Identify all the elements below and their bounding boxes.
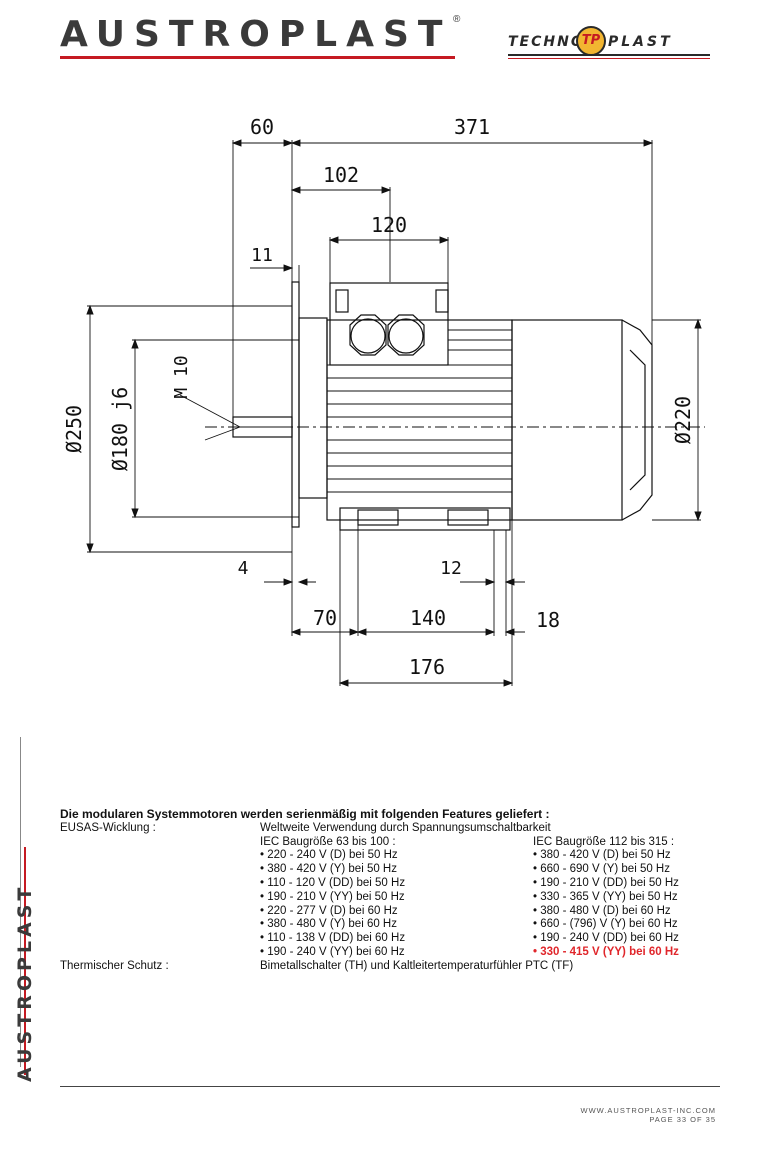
dim-m10: M 10 (171, 355, 192, 398)
side-brand-text: AUSTROPLAST (14, 883, 36, 1082)
dim-140: 140 (410, 606, 446, 630)
voltage-item: • 190 - 210 V (DD) bei 50 Hz (533, 876, 679, 889)
thermal-desc: Bimetallschalter (TH) und Kaltleitertemp… (260, 959, 574, 972)
partner-underline-red (508, 58, 710, 59)
voltage-item-highlight: • 330 - 415 V (YY) bei 60 Hz (533, 945, 679, 958)
dim-176: 176 (409, 655, 445, 679)
brand-underline (60, 56, 455, 59)
dim-180: Ø180 j6 (108, 387, 132, 471)
voltage-item: • 380 - 420 V (Y) bei 50 Hz (260, 863, 397, 876)
voltage-item: • 330 - 365 V (YY) bei 50 Hz (533, 890, 678, 903)
voltage-item: • 220 - 277 V (D) bei 60 Hz (260, 904, 398, 917)
thermal-label: Thermischer Schutz : (60, 959, 169, 972)
voltage-item: • 110 - 138 V (DD) bei 60 Hz (260, 932, 406, 945)
side-red-rule (24, 847, 26, 1075)
dim-12: 12 (440, 558, 462, 579)
dim-120: 120 (371, 213, 407, 237)
col-a-heading: IEC Baugröße 63 bis 100 : (260, 835, 396, 848)
winding-label: EUSAS-Wicklung : (60, 821, 156, 834)
voltage-item: • 380 - 420 V (D) bei 50 Hz (533, 849, 671, 862)
voltage-item: • 220 - 240 V (D) bei 50 Hz (260, 849, 398, 862)
dim-60: 60 (250, 115, 274, 139)
dim-4: 4 (238, 558, 249, 579)
voltage-item: • 380 - 480 V (Y) bei 60 Hz (260, 918, 397, 931)
features-block: Die modularen Systemmotoren werden serie… (60, 807, 720, 974)
features-title: Die modularen Systemmotoren werden serie… (60, 807, 550, 821)
dim-250: Ø250 (62, 405, 86, 453)
dim-371: 371 (454, 115, 490, 139)
partner-logo-left: TECHNO (508, 34, 585, 50)
footer-rule (60, 1086, 720, 1087)
winding-desc: Weltweite Verwendung durch Spannungsumsc… (260, 821, 551, 834)
side-rule (20, 737, 21, 1067)
partner-logo-right: PLAST (608, 34, 673, 50)
dim-220: Ø220 (671, 396, 695, 444)
voltage-item: • 380 - 480 V (D) bei 60 Hz (533, 904, 671, 917)
voltage-item: • 660 - 690 V (Y) bei 50 Hz (533, 863, 670, 876)
col-b-heading: IEC Baugröße 112 bis 315 : (533, 835, 675, 848)
page-number: PAGE 33 OF 35 (649, 1115, 716, 1124)
voltage-item: • 110 - 120 V (DD) bei 50 Hz (260, 876, 406, 889)
brand-logo-text: AUSTROPLAST (60, 14, 452, 55)
dim-70: 70 (313, 606, 337, 630)
voltage-item: • 190 - 240 V (YY) bei 60 Hz (260, 945, 405, 958)
registered-mark: ® (453, 14, 461, 25)
footer-url: WWW.AUSTROPLAST-INC.COM (580, 1106, 716, 1115)
voltage-item: • 190 - 240 V (DD) bei 60 Hz (533, 932, 679, 945)
voltage-item: • 660 - (796) V (Y) bei 60 Hz (533, 918, 678, 931)
voltage-item: • 190 - 210 V (YY) bei 50 Hz (260, 890, 405, 903)
partner-underline (508, 54, 710, 56)
dim-18: 18 (536, 608, 560, 632)
dim-11: 11 (251, 245, 273, 266)
tp-logo-icon: TP (576, 26, 606, 56)
motor-dimension-drawing: 60 371 102 120 11 M 10 Ø250 Ø180 j6 Ø220… (62, 115, 705, 687)
dim-102: 102 (323, 163, 359, 187)
